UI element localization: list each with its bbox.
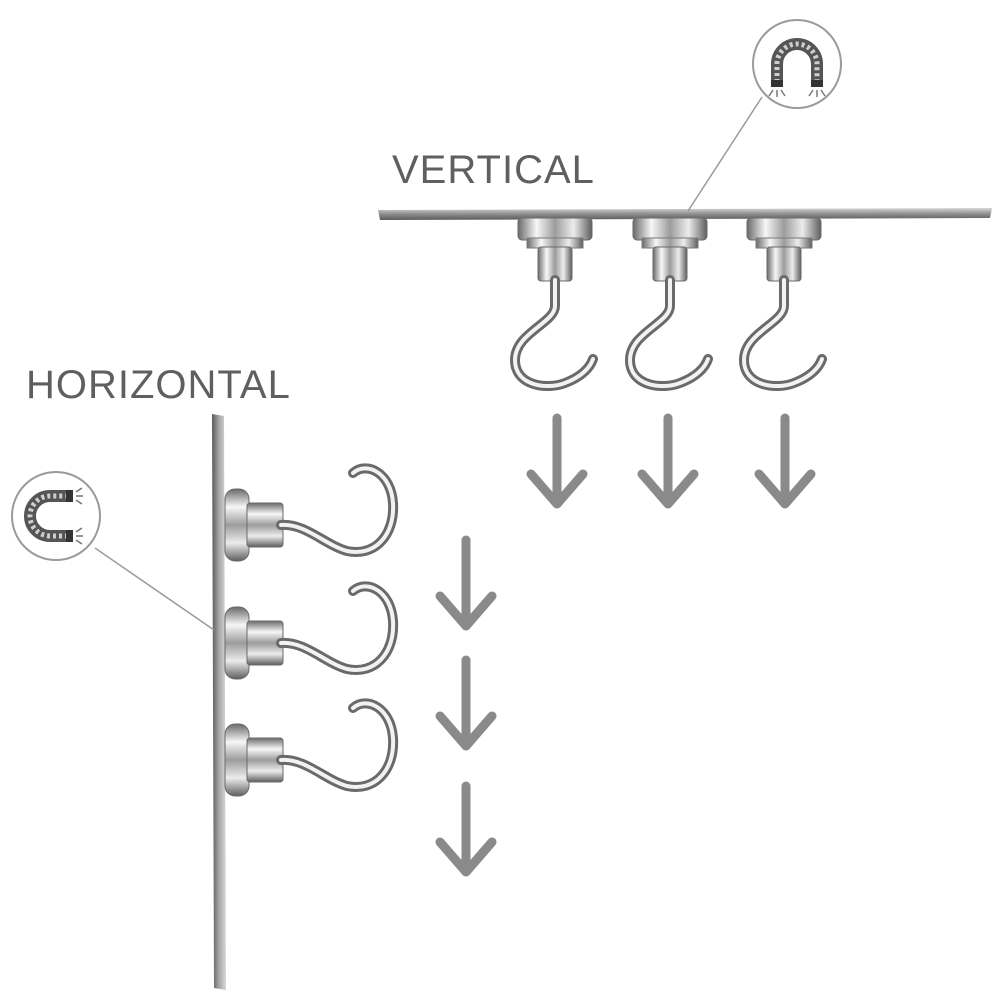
vertical-label: VERTICAL <box>392 148 595 192</box>
magnetic-hook-icon <box>515 218 593 386</box>
arrow-down-icon <box>642 418 694 504</box>
arrow-down-icon <box>759 418 811 504</box>
magnet-icon <box>768 38 826 97</box>
magnetic-hook-icon <box>225 468 393 561</box>
arrow-down-icon <box>531 418 583 504</box>
magnetic-hook-icon <box>630 218 708 386</box>
arrow-down-icon <box>440 540 492 626</box>
horizontal-label: HORIZONTAL <box>26 363 291 407</box>
callout-line-left <box>94 547 215 631</box>
wall-plate <box>212 414 226 990</box>
arrow-down-icon <box>440 786 492 872</box>
magnetic-hook-icon <box>225 586 393 679</box>
magnetic-hook-icon <box>225 703 393 796</box>
ceiling-plate <box>378 208 992 220</box>
magnetic-hook-icon <box>744 218 822 386</box>
magnet-callout-left <box>11 471 101 561</box>
callout-line-top <box>687 96 763 212</box>
magnet-icon <box>24 487 83 545</box>
magnet-callout-top <box>752 19 842 109</box>
arrow-down-icon <box>440 660 492 746</box>
